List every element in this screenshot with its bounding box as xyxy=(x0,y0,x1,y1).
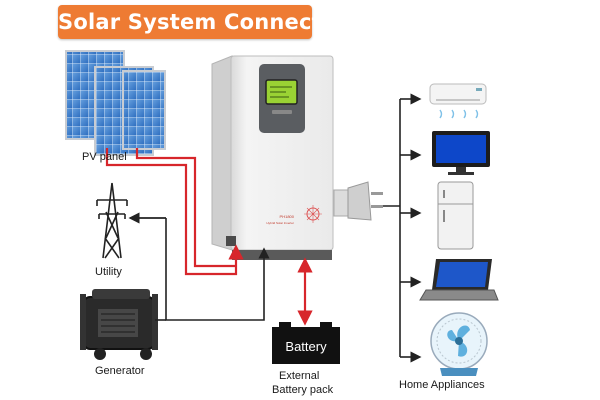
fan-icon xyxy=(430,312,488,376)
transmission-tower-icon xyxy=(96,182,128,259)
title-banner: Solar System Connection xyxy=(58,5,360,39)
external-battery-label-line1: External xyxy=(279,370,320,382)
air-conditioner-icon xyxy=(429,83,487,119)
dc-wires xyxy=(105,148,313,326)
generator-icon xyxy=(80,289,158,360)
battery-label: Battery xyxy=(285,339,327,354)
battery-icon xyxy=(272,322,340,364)
inverter-subtitle: Hybrid Solar Inverter xyxy=(266,221,294,225)
tv-icon xyxy=(432,131,490,175)
home-appliances-label: Home Appliances xyxy=(399,379,485,391)
inverter-model: PH1800 xyxy=(280,214,295,219)
power-plug-icon xyxy=(333,181,383,221)
refrigerator-icon xyxy=(437,181,474,250)
page-title: Solar System Connection xyxy=(58,10,360,34)
solar-panel-icon xyxy=(65,50,166,156)
pv-panel-label: PV panel xyxy=(82,151,127,163)
external-battery-label-line2: Battery pack xyxy=(272,384,334,396)
inverter-icon xyxy=(211,55,334,260)
utility-label: Utility xyxy=(95,266,122,278)
laptop-icon xyxy=(419,259,499,301)
ac-wires xyxy=(128,93,422,363)
generator-label: Generator xyxy=(95,365,145,377)
